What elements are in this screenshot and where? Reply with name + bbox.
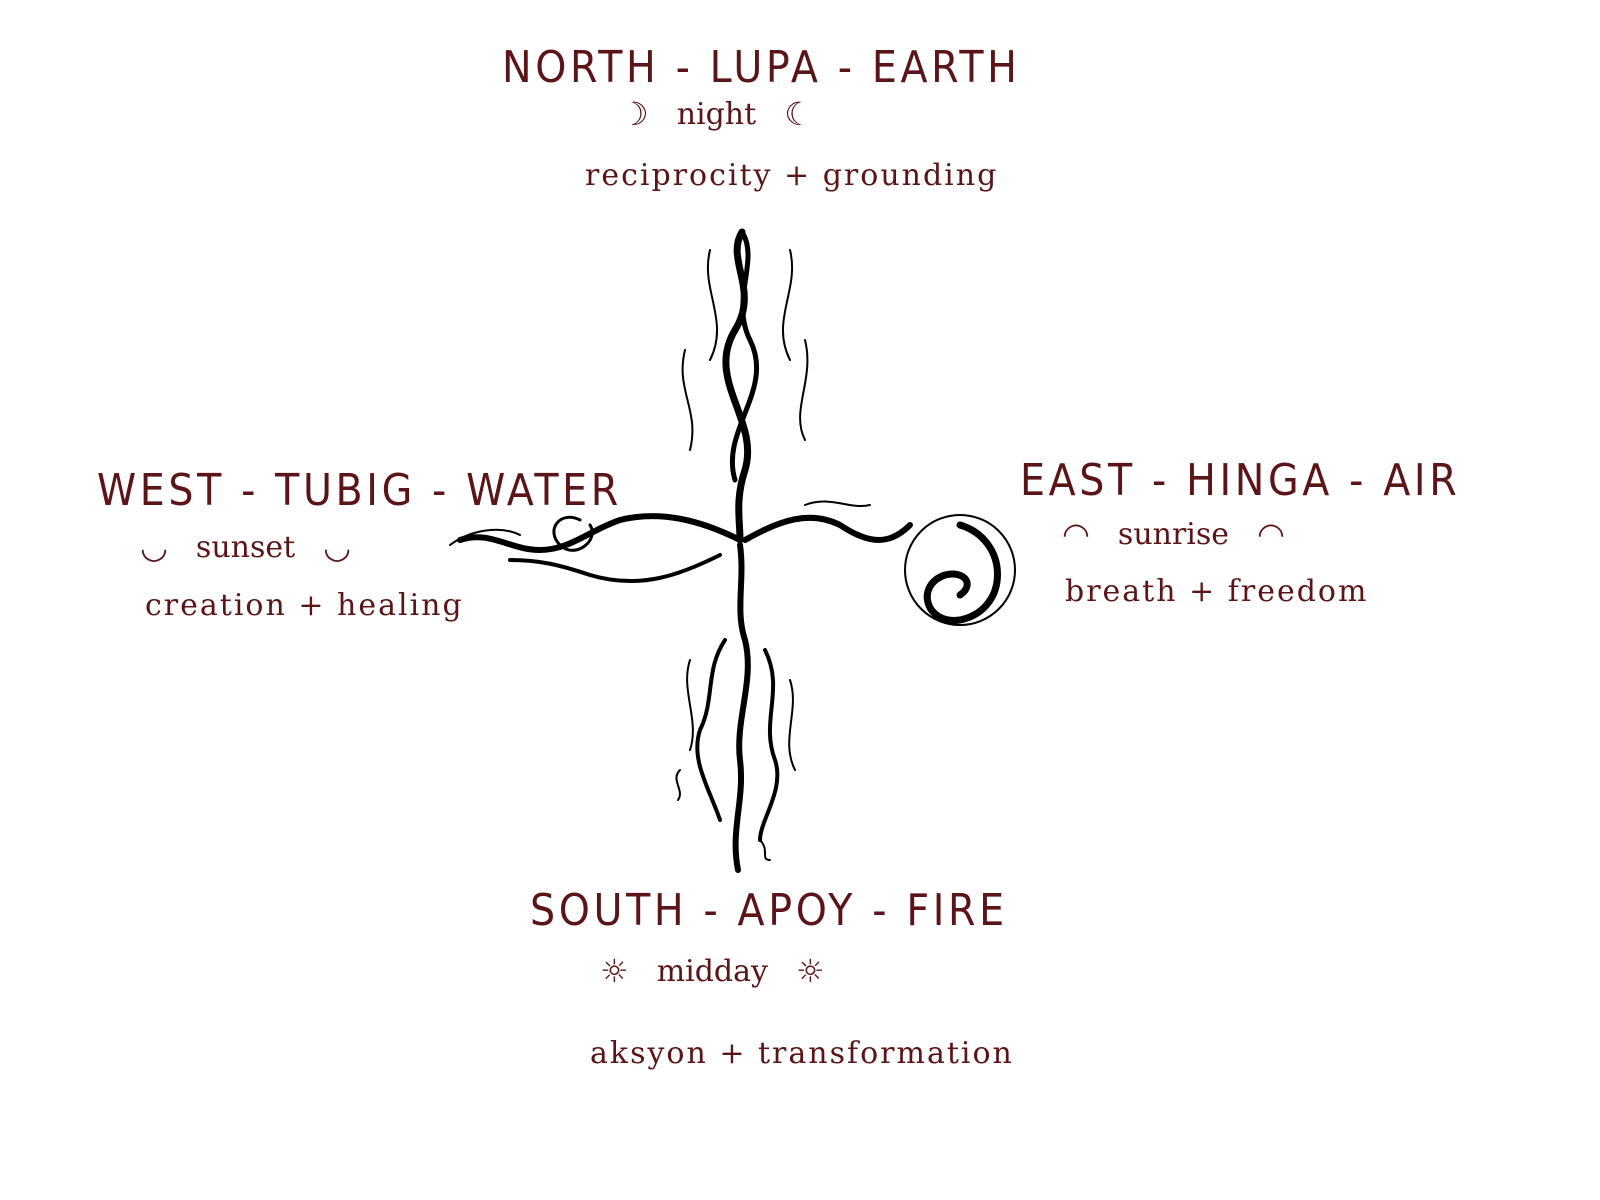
sunrise-icon: ◠ [1062, 515, 1090, 553]
water-arm [449, 513, 743, 584]
sunset-icon: ◡ [323, 528, 352, 566]
south-time-row: ☼ midday ☼ [600, 952, 825, 990]
north-time: night [676, 96, 757, 132]
west-title: WEST - TUBIG - WATER [97, 465, 622, 516]
earth-arm [681, 228, 809, 544]
sunset-icon: ◡ [140, 528, 168, 566]
west-values: creation + healing [145, 588, 464, 623]
fire-arm [675, 542, 796, 873]
air-arm [742, 500, 1016, 626]
east-time: sunrise [1117, 516, 1230, 552]
south-values: aksyon + transformation [590, 1036, 1014, 1071]
sunrise-icon: ◠ [1257, 515, 1285, 553]
moon-icon: ☾ [784, 95, 813, 133]
east-values: breath + freedom [1065, 574, 1369, 609]
north-title: NORTH - LUPA - EARTH [502, 42, 1021, 93]
south-title: SOUTH - APOY - FIRE [530, 885, 1008, 936]
west-time-row: ◡ sunset ◡ [140, 528, 351, 566]
east-title: EAST - HINGA - AIR [1020, 455, 1461, 506]
sun-icon: ☼ [795, 952, 825, 990]
west-time: sunset [195, 529, 296, 565]
south-time: midday [656, 953, 768, 989]
sun-icon: ☼ [600, 952, 629, 990]
north-values: reciprocity + grounding [585, 158, 999, 193]
north-time-row: ☽ night ☾ [620, 95, 813, 133]
east-time-row: ◠ sunrise ◠ [1062, 515, 1285, 553]
moon-icon: ☽ [620, 95, 649, 133]
